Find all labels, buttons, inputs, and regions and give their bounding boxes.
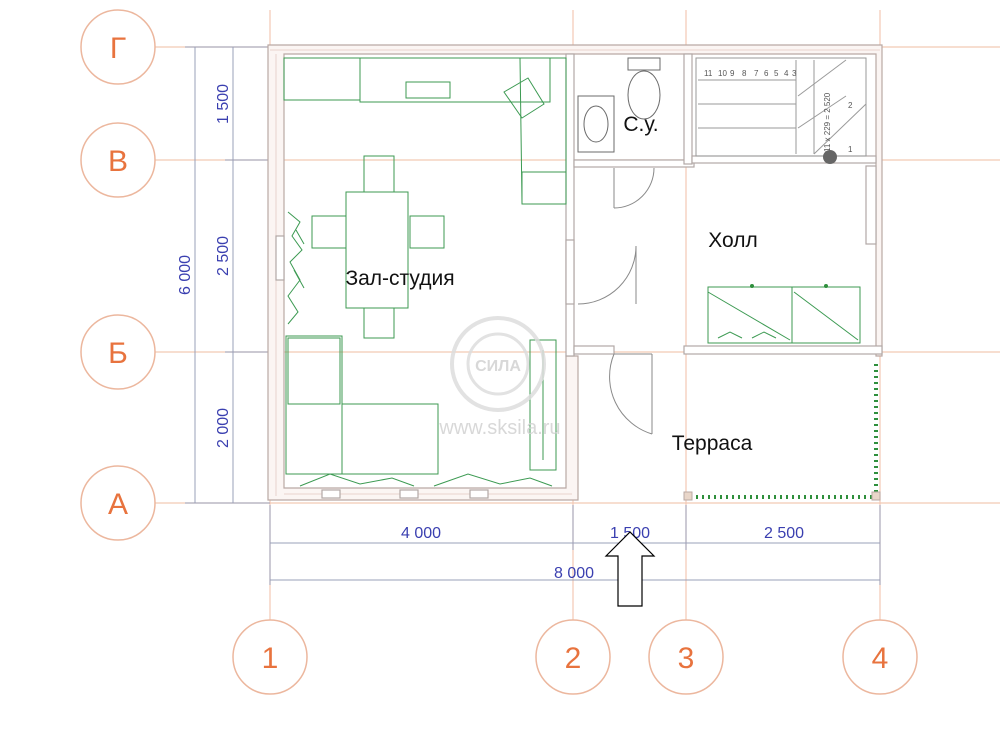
stair-step-4: 4 xyxy=(784,69,789,78)
room-label-bathroom: С.у. xyxy=(623,113,658,136)
column-axis-3: 3 xyxy=(648,619,724,695)
column-axis-2: 2 xyxy=(535,619,611,695)
dim-horizontal-3: 2 500 xyxy=(764,525,804,542)
stair-step-2: 2 xyxy=(848,101,853,110)
dim-horizontal-1: 4 000 xyxy=(401,525,441,542)
dim-vertical-1: 1 500 xyxy=(215,84,232,124)
row-axis-g: Г xyxy=(80,9,156,85)
column-axis-2-label: 2 xyxy=(565,642,582,675)
room-label-studio: Зал-студия xyxy=(345,267,454,290)
stair-formula: 11 x 229 = 2 520 xyxy=(823,92,832,152)
sofa xyxy=(285,335,557,487)
room-label-terrace: Терраса xyxy=(672,432,753,455)
stair-step-10: 10 xyxy=(718,69,727,78)
watermark-site: www.sksila.ru xyxy=(438,417,560,439)
stair-step-6: 6 xyxy=(764,69,769,78)
column-axis-4: 4 xyxy=(842,619,918,695)
hall-cabinets xyxy=(707,284,861,344)
stair-step-3: 3 xyxy=(792,69,797,78)
row-axis-a: А xyxy=(80,465,156,541)
exterior-walls xyxy=(267,44,883,501)
dim-total-vertical: 6 000 xyxy=(177,255,194,295)
row-axis-g-label: Г xyxy=(110,32,126,65)
dim-total-horizontal: 8 000 xyxy=(554,565,594,582)
column-axis-1: 1 xyxy=(232,619,308,695)
row-axis-b: Б xyxy=(80,314,156,390)
staircase: 11 10 9 8 7 6 5 4 3 2 1 11 x 229 = 2 520 xyxy=(695,57,867,164)
vertical-dimensions: 6 000 1 500 2 500 2 000 xyxy=(177,46,270,504)
stair-step-5: 5 xyxy=(774,69,779,78)
kitchen xyxy=(283,57,567,205)
column-axis-1-label: 1 xyxy=(262,642,279,675)
row-axis-b-label: Б xyxy=(108,337,128,370)
column-axis-4-label: 4 xyxy=(872,642,889,675)
column-axis-3-label: 3 xyxy=(678,642,695,675)
stair-step-11: 11 xyxy=(704,69,713,78)
bathroom-fixtures xyxy=(577,57,661,153)
horizontal-dimensions: 4 000 1 500 2 500 8 000 xyxy=(269,505,881,585)
windows xyxy=(275,165,877,499)
dining-set xyxy=(311,155,445,339)
stair-step-9: 9 xyxy=(730,69,735,78)
stair-step-8: 8 xyxy=(742,69,747,78)
entrance-arrow-icon xyxy=(604,531,656,607)
stair-post-icon xyxy=(823,150,837,164)
row-axis-v-label: В xyxy=(108,145,128,178)
row-axis-v: В xyxy=(80,122,156,198)
doors xyxy=(577,167,655,435)
watermark: СИЛА www.sksila.ru xyxy=(438,316,561,439)
row-axis-a-label: А xyxy=(108,488,128,521)
plant xyxy=(287,211,305,325)
stair-step-1: 1 xyxy=(848,145,853,154)
watermark-logo-text: СИЛА xyxy=(475,358,521,375)
stair-step-7: 7 xyxy=(754,69,759,78)
dim-vertical-2: 2 500 xyxy=(215,236,232,276)
dim-vertical-3: 2 000 xyxy=(215,408,232,448)
terrace-railing xyxy=(683,364,881,501)
room-label-hall: Холл xyxy=(708,229,758,252)
